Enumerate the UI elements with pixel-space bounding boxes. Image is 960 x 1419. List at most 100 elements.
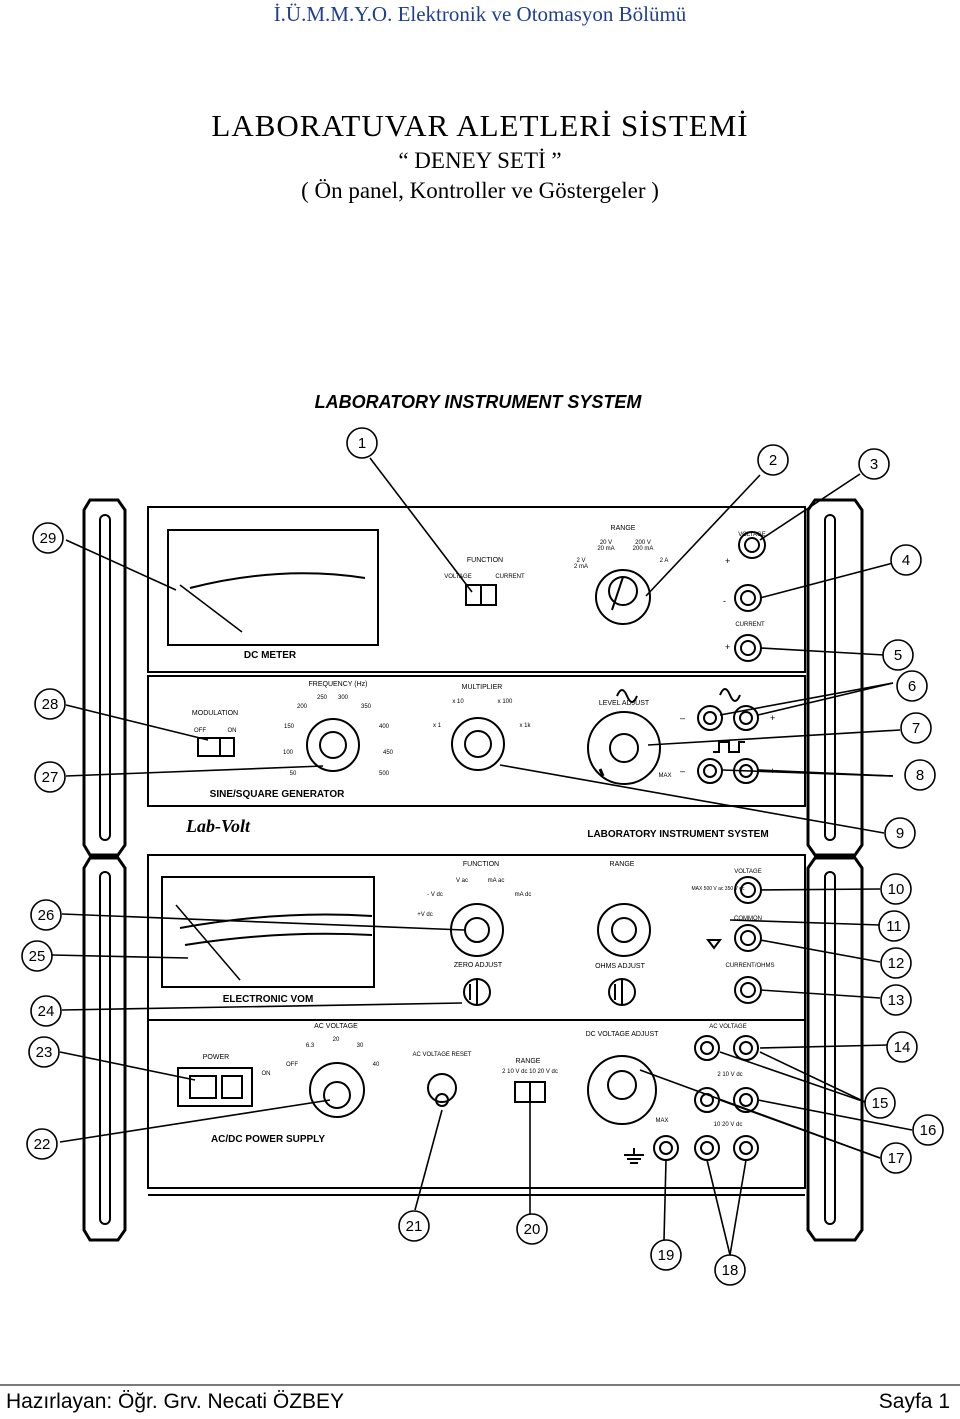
svg-text:MULTIPLIER: MULTIPLIER [462, 684, 503, 691]
svg-text:AC/DC POWER SUPPLY: AC/DC POWER SUPPLY [211, 1134, 325, 1145]
svg-text:OFF: OFF [286, 1062, 298, 1068]
svg-text:400: 400 [379, 724, 390, 730]
svg-text:+: + [770, 713, 775, 723]
document-title: LABORATUVAR ALETLERİ SİSTEMİ [211, 108, 749, 143]
svg-text:150: 150 [284, 724, 295, 730]
svg-text:2 mA: 2 mA [574, 564, 588, 570]
generator-panel [147, 675, 806, 807]
svg-text:+: + [725, 556, 730, 566]
callout-29: 29 [40, 530, 57, 547]
svg-text:ON: ON [262, 1071, 271, 1077]
callout-19: 19 [658, 1247, 675, 1264]
svg-text:450: 450 [383, 750, 394, 756]
callout-25: 25 [29, 948, 46, 965]
svg-text:RANGE: RANGE [610, 861, 635, 868]
svg-text:CURRENT: CURRENT [495, 574, 525, 580]
callout-24: 24 [38, 1003, 55, 1020]
svg-text:DC VOLTAGE ADJUST: DC VOLTAGE ADJUST [586, 1031, 660, 1038]
callout-4: 4 [902, 552, 910, 569]
callout-16: 16 [920, 1122, 937, 1139]
svg-text:SINE/SQUARE GENERATOR: SINE/SQUARE GENERATOR [210, 789, 345, 800]
callout-23: 23 [36, 1044, 53, 1061]
modulation-switch [197, 737, 235, 757]
document-subtitle-detail: ( Ön panel, Kontroller ve Göstergeler ) [301, 178, 659, 203]
svg-text:+: + [725, 642, 730, 652]
footer-page-number: Sayfa 1 [878, 1390, 950, 1413]
svg-text:6.3: 6.3 [306, 1043, 315, 1049]
left-rail-upper [82, 498, 127, 857]
callout-20: 20 [524, 1221, 541, 1238]
svg-text:CURRENT: CURRENT [735, 622, 765, 628]
svg-text:CURRENT/OHMS: CURRENT/OHMS [726, 963, 775, 969]
svg-text:RANGE: RANGE [611, 525, 636, 532]
callout-12: 12 [888, 955, 905, 972]
svg-text:FREQUENCY (Hz): FREQUENCY (Hz) [309, 681, 368, 688]
svg-text:350: 350 [361, 704, 372, 710]
svg-text:MAX: MAX [655, 1118, 668, 1124]
document-header: İ.Ü.M.M.Y.O. Elektronik ve Otomasyon Böl… [273, 2, 687, 26]
svg-text:MAX 500 V ac 350 V dc: MAX 500 V ac 350 V dc [691, 886, 745, 892]
callout-6: 6 [908, 678, 916, 695]
right-rail-lower [806, 856, 864, 1242]
svg-text:200 V: 200 V [635, 540, 651, 546]
callout-10: 10 [888, 881, 905, 898]
callout-18: 18 [722, 1262, 739, 1279]
svg-text:250: 250 [317, 695, 328, 701]
svg-text:ON: ON [228, 728, 237, 734]
right-rail-slot-lower [824, 871, 836, 1225]
power-switch [177, 1067, 253, 1107]
callout-13: 13 [888, 992, 905, 1009]
svg-text:–: – [680, 766, 685, 776]
left-rail-lower [82, 856, 127, 1242]
callout-2: 2 [769, 452, 777, 469]
svg-text:200: 200 [297, 704, 308, 710]
right-rail-upper [806, 498, 864, 857]
instrument-panel-diagram: 1 2 3 4 5 6 7 8 9 10 11 12 13 14 15 16 1… [21, 392, 944, 1286]
svg-text:FUNCTION: FUNCTION [467, 557, 503, 564]
svg-text:VOLTAGE: VOLTAGE [738, 532, 765, 538]
svg-text:FUNCTION: FUNCTION [463, 861, 499, 868]
svg-text:OFF: OFF [194, 728, 206, 734]
callout-11: 11 [886, 918, 902, 935]
svg-text:V ac: V ac [456, 878, 468, 884]
svg-text:mA ac: mA ac [488, 878, 505, 884]
svg-text:AC VOLTAGE: AC VOLTAGE [709, 1024, 746, 1030]
callout-26: 26 [38, 907, 55, 924]
svg-text:2 V: 2 V [576, 558, 585, 564]
callout-14: 14 [894, 1039, 911, 1056]
power-supply-panel [147, 1019, 806, 1189]
svg-text:ELECTRONIC VOM: ELECTRONIC VOM [223, 994, 314, 1005]
callout-3: 3 [870, 456, 878, 473]
svg-text:AC VOLTAGE RESET: AC VOLTAGE RESET [412, 1052, 471, 1058]
svg-text:300: 300 [338, 695, 349, 701]
callout-1: 1 [358, 435, 366, 452]
svg-text:50: 50 [290, 771, 297, 777]
svg-text:MODULATION: MODULATION [192, 710, 238, 717]
svg-text:20 V: 20 V [600, 540, 612, 546]
callout-5: 5 [894, 647, 902, 664]
callout-8: 8 [916, 767, 924, 784]
svg-text:- V dc: - V dc [427, 892, 443, 898]
svg-text:20 mA: 20 mA [597, 546, 614, 552]
svg-text:VOLTAGE: VOLTAGE [444, 574, 471, 580]
svg-text:10 20 V dc: 10 20 V dc [714, 1122, 743, 1128]
svg-text:x 1k: x 1k [519, 723, 531, 729]
svg-text:VOLTAGE: VOLTAGE [734, 869, 761, 875]
svg-text:100: 100 [283, 750, 294, 756]
svg-text:2 A: 2 A [660, 558, 669, 564]
svg-text:20: 20 [333, 1037, 340, 1043]
left-rail-slot-upper [99, 514, 111, 841]
svg-text:OHMS ADJUST: OHMS ADJUST [595, 963, 646, 970]
svg-text:LEVEL ADJUST: LEVEL ADJUST [599, 700, 650, 707]
svg-text:–: – [680, 713, 685, 723]
footer-author: Hazırlayan: Öğr. Grv. Necati ÖZBEY [6, 1390, 345, 1413]
svg-text:x 1: x 1 [433, 723, 442, 729]
svg-text:mA dc: mA dc [515, 892, 532, 898]
document-footer: Hazırlayan: Öğr. Grv. Necati ÖZBEY Sayfa… [0, 1384, 960, 1419]
svg-text:200 mA: 200 mA [633, 546, 654, 552]
dc-meter-window [167, 529, 379, 646]
right-rail-slot-upper [824, 514, 836, 841]
brand-logo: Lab-Volt [185, 816, 251, 836]
callout-9: 9 [896, 825, 904, 842]
svg-text:2 10 V dc: 2 10 V dc [717, 1072, 742, 1078]
